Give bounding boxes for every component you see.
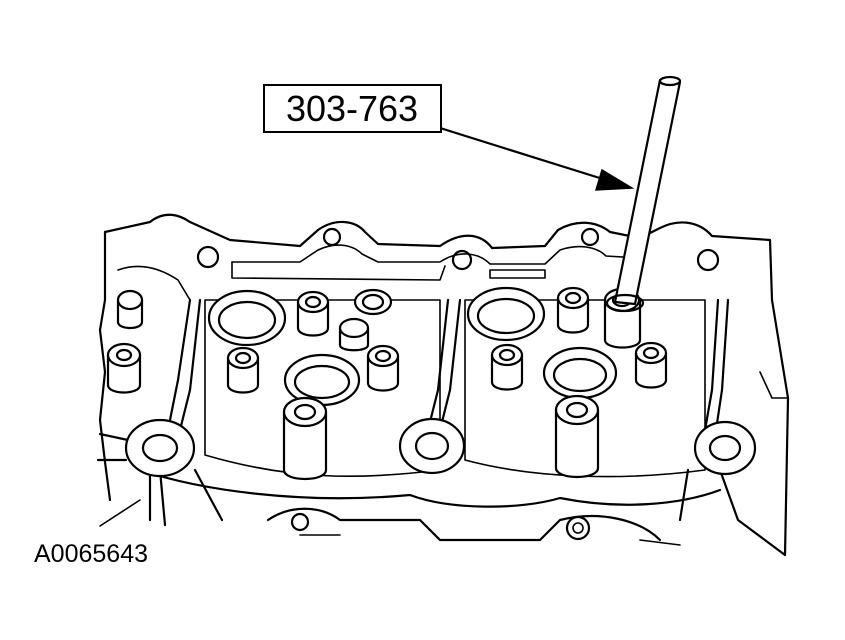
figure-id-label: A0065643	[34, 540, 148, 568]
tool-number-label: 303-763	[286, 88, 418, 129]
figure-id-group: A0065643	[34, 499, 148, 568]
cylinder-head	[96, 213, 790, 557]
callout-leader	[438, 126, 635, 191]
tool-label-box: 303-763	[263, 84, 442, 133]
special-tool-rod	[605, 75, 682, 313]
valve-studs	[106, 286, 668, 480]
lower-bosses	[124, 417, 757, 478]
valve-ports	[207, 286, 618, 407]
